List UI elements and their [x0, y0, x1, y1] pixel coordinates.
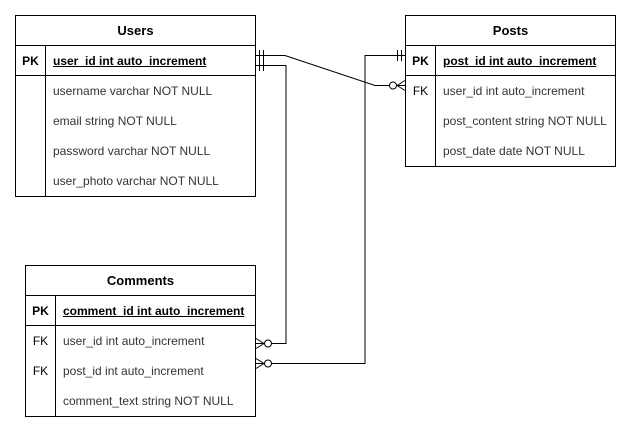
connector-line	[256, 65, 287, 344]
field-row[interactable]: password varchar NOT NULL	[16, 136, 255, 166]
field-text: username varchar NOT NULL	[53, 84, 213, 98]
entity-title: Posts	[406, 16, 615, 46]
field-text: user_id int auto_increment	[63, 334, 205, 348]
field-text: post_date date NOT NULL	[443, 144, 585, 158]
crowfoot-mark	[255, 363, 265, 369]
comments-entity[interactable]: Comments PK comment_id int auto_incremen…	[25, 265, 256, 417]
field-row[interactable]: email string NOT NULL	[16, 106, 255, 136]
pk-field: comment_id int auto_increment	[63, 304, 245, 318]
key-cell	[16, 76, 46, 106]
field-text: post_id int auto_increment	[63, 364, 204, 378]
key-cell	[406, 106, 436, 136]
relationship-users-posts[interactable]	[256, 50, 406, 91]
pk-label: PK	[406, 46, 436, 75]
crowfoot-mark	[396, 80, 406, 86]
field-row[interactable]: comment_text string NOT NULL	[26, 386, 255, 416]
connector-line	[256, 55, 405, 364]
field-row[interactable]: user_photo varchar NOT NULL	[16, 166, 255, 196]
relationship-users-comments[interactable]	[255, 60, 287, 349]
primary-key-row[interactable]: PK user_id int auto_increment	[16, 46, 255, 76]
pk-label: PK	[26, 296, 56, 325]
field-text: email string NOT NULL	[53, 114, 177, 128]
zero-circle-mark	[389, 81, 397, 90]
field-row[interactable]: username varchar NOT NULL	[16, 76, 255, 106]
field-row[interactable]: post_date date NOT NULL	[406, 136, 615, 166]
connector-line	[256, 55, 405, 86]
pk-field: post_id int auto_increment	[443, 54, 597, 68]
entity-title: Users	[16, 16, 255, 46]
field-row[interactable]: FK post_id int auto_increment	[26, 356, 255, 386]
relationship-posts-comments[interactable]	[255, 50, 405, 369]
crowfoot-mark	[255, 338, 265, 344]
crowfoot-mark	[396, 85, 406, 91]
entity-title: Comments	[26, 266, 255, 296]
field-text: password varchar NOT NULL	[53, 144, 211, 158]
key-cell	[406, 136, 436, 166]
field-text: comment_text string NOT NULL	[63, 394, 234, 408]
key-cell	[26, 386, 56, 416]
crowfoot-mark	[255, 358, 265, 364]
field-row[interactable]: post_content string NOT NULL	[406, 106, 615, 136]
users-entity[interactable]: Users PK user_id int auto_increment user…	[15, 15, 256, 197]
key-cell	[16, 166, 46, 196]
fk-label: FK	[406, 76, 436, 106]
zero-circle-mark	[264, 359, 272, 368]
primary-key-row[interactable]: PK comment_id int auto_increment	[26, 296, 255, 326]
field-row[interactable]: FK user_id int auto_increment	[26, 326, 255, 356]
field-text: post_content string NOT NULL	[443, 114, 607, 128]
fk-label: FK	[26, 326, 56, 356]
field-text: user_id int auto_increment	[443, 84, 585, 98]
field-row[interactable]: FK user_id int auto_increment	[406, 76, 615, 106]
zero-circle-mark	[264, 339, 272, 348]
crowfoot-mark	[255, 343, 265, 349]
primary-key-row[interactable]: PK post_id int auto_increment	[406, 46, 615, 76]
pk-label: PK	[16, 46, 46, 75]
field-text: user_photo varchar NOT NULL	[53, 174, 219, 188]
posts-entity[interactable]: Posts PK post_id int auto_increment FK u…	[405, 15, 616, 167]
key-cell	[16, 136, 46, 166]
fk-label: FK	[26, 356, 56, 386]
pk-field: user_id int auto_increment	[53, 54, 207, 68]
key-cell	[16, 106, 46, 136]
